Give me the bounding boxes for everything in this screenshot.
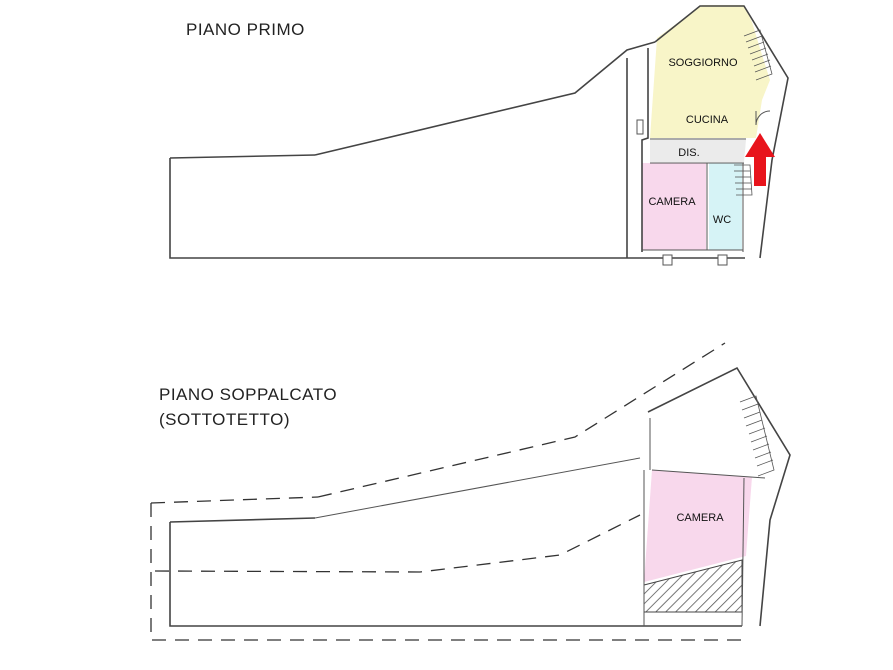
label-wc: WC: [713, 214, 731, 226]
first-floor-roof-wall: [314, 41, 656, 156]
attic-dashed-perimeter: [150, 503, 745, 641]
first-floor-top-left-wall: [169, 154, 316, 159]
up-arrow-icon: [745, 133, 775, 186]
room-camera-attic: [644, 470, 752, 582]
window-bottom-left: [662, 254, 673, 266]
attic-title-line2: (SOTTOTETTO): [159, 410, 290, 429]
attic-solid-outline: [169, 522, 742, 627]
inner-wall-left: [641, 48, 649, 252]
first-floor-title: PIANO PRIMO: [186, 20, 305, 39]
first-floor-outline: [169, 158, 745, 259]
attic-camera-right-wall: [741, 477, 745, 627]
attic-dashed-top-left: [150, 496, 319, 504]
label-camera-first: CAMERA: [648, 196, 696, 208]
window-bottom-right: [717, 254, 728, 266]
attic-camera-top-wall: [651, 469, 766, 479]
attic-right-block: [647, 366, 791, 627]
room-camera: [642, 163, 706, 250]
label-camera-attic: CAMERA: [676, 512, 724, 524]
attic-dashed-roof: [317, 342, 726, 498]
first-floor-right-block: [654, 5, 789, 259]
stairs-upper: [743, 29, 773, 81]
label-cucina: CUCINA: [686, 114, 729, 126]
room-soggiorno: [650, 5, 770, 138]
attic-dashed-middle: [154, 514, 641, 573]
stairs-attic: [739, 395, 775, 477]
room-wc: [709, 163, 742, 250]
attic-floor-title: PIANO SOPPALCATO (SOTTOTETTO): [159, 382, 337, 432]
label-soggiorno: SOGGIORNO: [668, 57, 738, 69]
first-floor-plan: SOGGIORNO CUCINA DIS. CAMERA WC: [169, 5, 789, 266]
room-dis: [650, 140, 746, 162]
attic-solid-top-left: [169, 517, 316, 523]
attic-title-line1: PIANO SOPPALCATO: [159, 385, 338, 404]
attic-floor-plan: CAMERA: [150, 342, 791, 641]
stairs-lower: [734, 164, 753, 196]
label-dis: DIS.: [678, 147, 699, 159]
window-left: [636, 119, 644, 135]
attic-solid-roof: [314, 457, 641, 519]
